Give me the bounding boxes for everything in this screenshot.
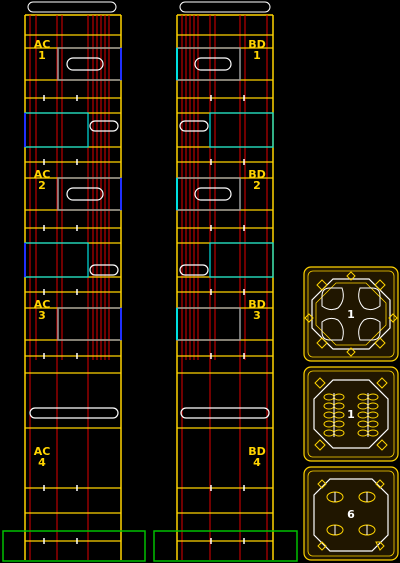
label-left-2-num: 2 [38, 179, 46, 192]
label-right-4-num: 4 [253, 456, 261, 469]
base-right [153, 530, 298, 562]
panel-bottom-label: 6 [347, 508, 355, 521]
label-left-1-code: AC [34, 38, 51, 51]
label-left-3-num: 3 [38, 309, 46, 322]
label-left-4-num: 4 [38, 456, 46, 469]
right-column-labels: BD 1 BD 2 BD 3 BD 4 [248, 38, 266, 469]
panel-top-label: 1 [347, 308, 355, 321]
label-right-3-num: 3 [253, 309, 261, 322]
label-left-1-num: 1 [38, 49, 46, 62]
left-column-labels: AC 1 AC 2 AC 3 AC 4 [34, 38, 51, 469]
column-left [2, 1, 146, 562]
label-right-4-code: BD [248, 445, 266, 458]
base-left [2, 530, 146, 562]
label-left-4-code: AC [34, 445, 51, 458]
panel-middle: 1 [303, 366, 399, 462]
column-right [153, 1, 298, 562]
panel-bottom: 6 [303, 466, 399, 561]
label-left-2-code: AC [34, 168, 51, 181]
label-right-3-code: BD [248, 298, 266, 311]
label-right-1-num: 1 [253, 49, 261, 62]
top-cap-right [179, 1, 271, 13]
panel-top: 1 [303, 266, 399, 362]
label-right-1-code: BD [248, 38, 266, 51]
top-cap-left [27, 1, 117, 13]
label-right-2-num: 2 [253, 179, 261, 192]
label-right-2-code: BD [248, 168, 266, 181]
label-left-3-code: AC [34, 298, 51, 311]
panel-middle-label: 1 [347, 408, 355, 421]
